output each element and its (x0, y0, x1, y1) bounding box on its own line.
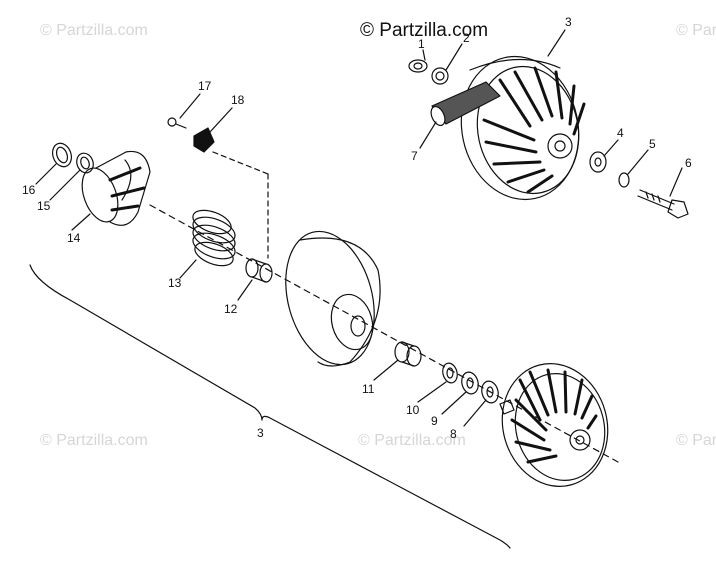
leader-9 (441, 391, 467, 415)
snap-ring-16 (51, 142, 73, 168)
leader-13 (179, 259, 197, 279)
bushing-11 (394, 341, 422, 367)
callout-17: 17 (198, 79, 212, 93)
fixed-sheave (499, 363, 609, 487)
leader-17 (179, 93, 201, 119)
callout-2: 2 (463, 31, 470, 45)
watermark-bottom-right: © Partzilla.com (676, 432, 716, 449)
callout-3-assembly: 3 (257, 426, 264, 440)
callout-6: 6 (685, 156, 692, 170)
callout-15: 15 (37, 199, 51, 213)
screw-17 (167, 117, 187, 129)
spider-14 (81, 150, 151, 226)
clutch-cover-3 (460, 55, 586, 201)
leader-8 (463, 399, 487, 427)
callout-4: 4 (617, 126, 624, 140)
callout-13: 13 (168, 276, 182, 290)
callout-12: 12 (224, 302, 238, 316)
leader-1 (422, 49, 426, 61)
callout-9: 9 (431, 414, 438, 428)
callout-3-top: 3 (565, 15, 572, 29)
spring-13 (192, 209, 236, 267)
watermark-top-left: © Partzilla.com (40, 22, 148, 39)
callout-7: 7 (411, 149, 418, 163)
callout-18: 18 (231, 93, 245, 107)
belt-7 (430, 81, 501, 127)
washer-4 (589, 151, 607, 173)
lock-washer-5 (618, 172, 630, 188)
bushing-12 (245, 258, 273, 283)
leader-11 (373, 359, 399, 381)
watermark-top-right: © Partzilla.com (676, 22, 716, 39)
leader-5 (627, 149, 649, 175)
callout-10: 10 (406, 403, 420, 417)
washer-1 (408, 59, 428, 73)
watermark-main: © Partzilla.com (358, 20, 491, 42)
washer-15 (76, 152, 94, 174)
leader-12 (237, 279, 253, 301)
washer-8 (481, 380, 499, 404)
leader-10 (417, 381, 447, 403)
washer-9 (461, 371, 479, 395)
pin-axis (212, 151, 269, 175)
leader-6 (669, 167, 683, 197)
callout-5: 5 (649, 137, 656, 151)
leader-16 (35, 163, 57, 185)
leader-4 (603, 139, 619, 157)
assembly-bracket (29, 264, 511, 549)
callout-8: 8 (450, 427, 457, 441)
callout-1: 1 (418, 37, 425, 51)
bolt-6 (637, 189, 689, 219)
callout-14: 14 (67, 231, 81, 245)
washer-10 (442, 362, 458, 384)
washer-2 (431, 67, 449, 85)
weight-18 (193, 127, 215, 153)
leader-7 (419, 121, 437, 149)
callout-16: 16 (22, 183, 36, 197)
leader-2 (445, 43, 463, 71)
leader-14 (71, 213, 91, 231)
watermark-bottom-left: © Partzilla.com (40, 432, 148, 449)
moveable-sheave (285, 230, 381, 367)
center-axis (149, 204, 619, 463)
watermark-bottom-center: © Partzilla.com (358, 432, 466, 449)
leader-18 (209, 107, 233, 133)
leader-3-top (547, 29, 566, 57)
leader-15 (49, 169, 81, 201)
callout-11: 11 (362, 382, 375, 396)
